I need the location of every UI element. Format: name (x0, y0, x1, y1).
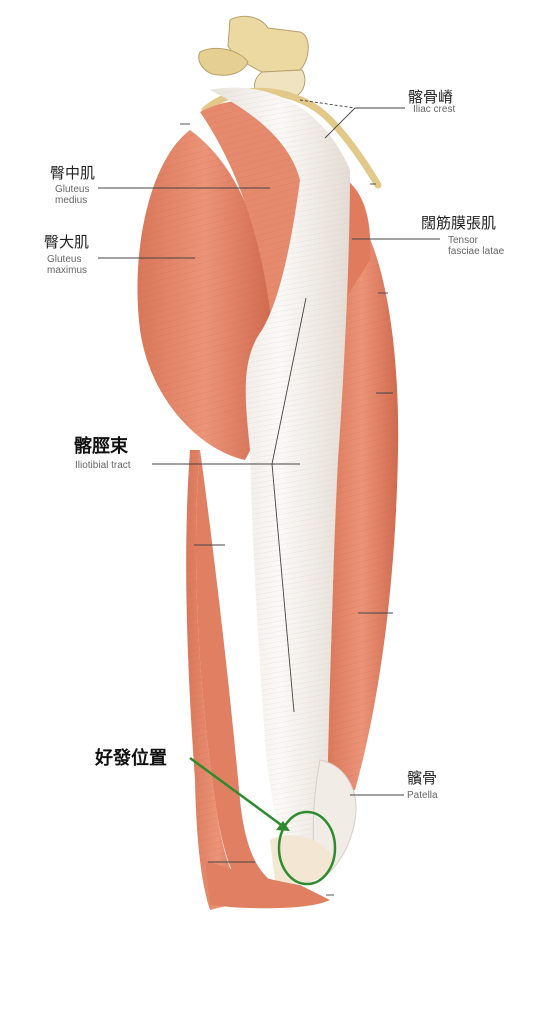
label-gluteus-medius-zh: 臀中肌 (50, 164, 96, 182)
knee-region (205, 759, 357, 909)
onset-site-ellipse (277, 810, 337, 886)
label-iliac-crest-zh: 髂骨嵴 (408, 88, 454, 106)
onset-site-marker (189, 756, 337, 886)
label-gluteus-maximus-zh: 臀大肌 (44, 233, 90, 251)
label-patella-en: Patella (407, 790, 438, 801)
label-tensor-fasciae-latae-en: Tensor fasciae latae (448, 235, 505, 257)
gluteus-medius-muscle (200, 100, 320, 330)
hamstring-muscles (186, 450, 270, 910)
label-patella-zh: 髕骨 (407, 769, 438, 787)
iliotibial-tract-band (210, 87, 350, 851)
label-onset-site: 好發位置 (95, 748, 167, 769)
gluteus-maximus-muscle (137, 130, 272, 460)
label-iliotibial-tract-zh: 髂脛束 (74, 436, 128, 457)
leader-lines (98, 99, 440, 896)
label-gluteus-medius-en: Gluteus medius (55, 184, 90, 206)
vertebrae (198, 15, 309, 97)
label-iliac-crest-en: Iliac crest (413, 104, 456, 115)
label-gluteus-maximus-en: Gluteus maximus (47, 254, 88, 276)
label-iliotibial-tract-en: Iliotibial tract (75, 460, 131, 471)
label-tensor-fasciae-latae-zh: 闊筋膜張肌 (421, 214, 497, 232)
